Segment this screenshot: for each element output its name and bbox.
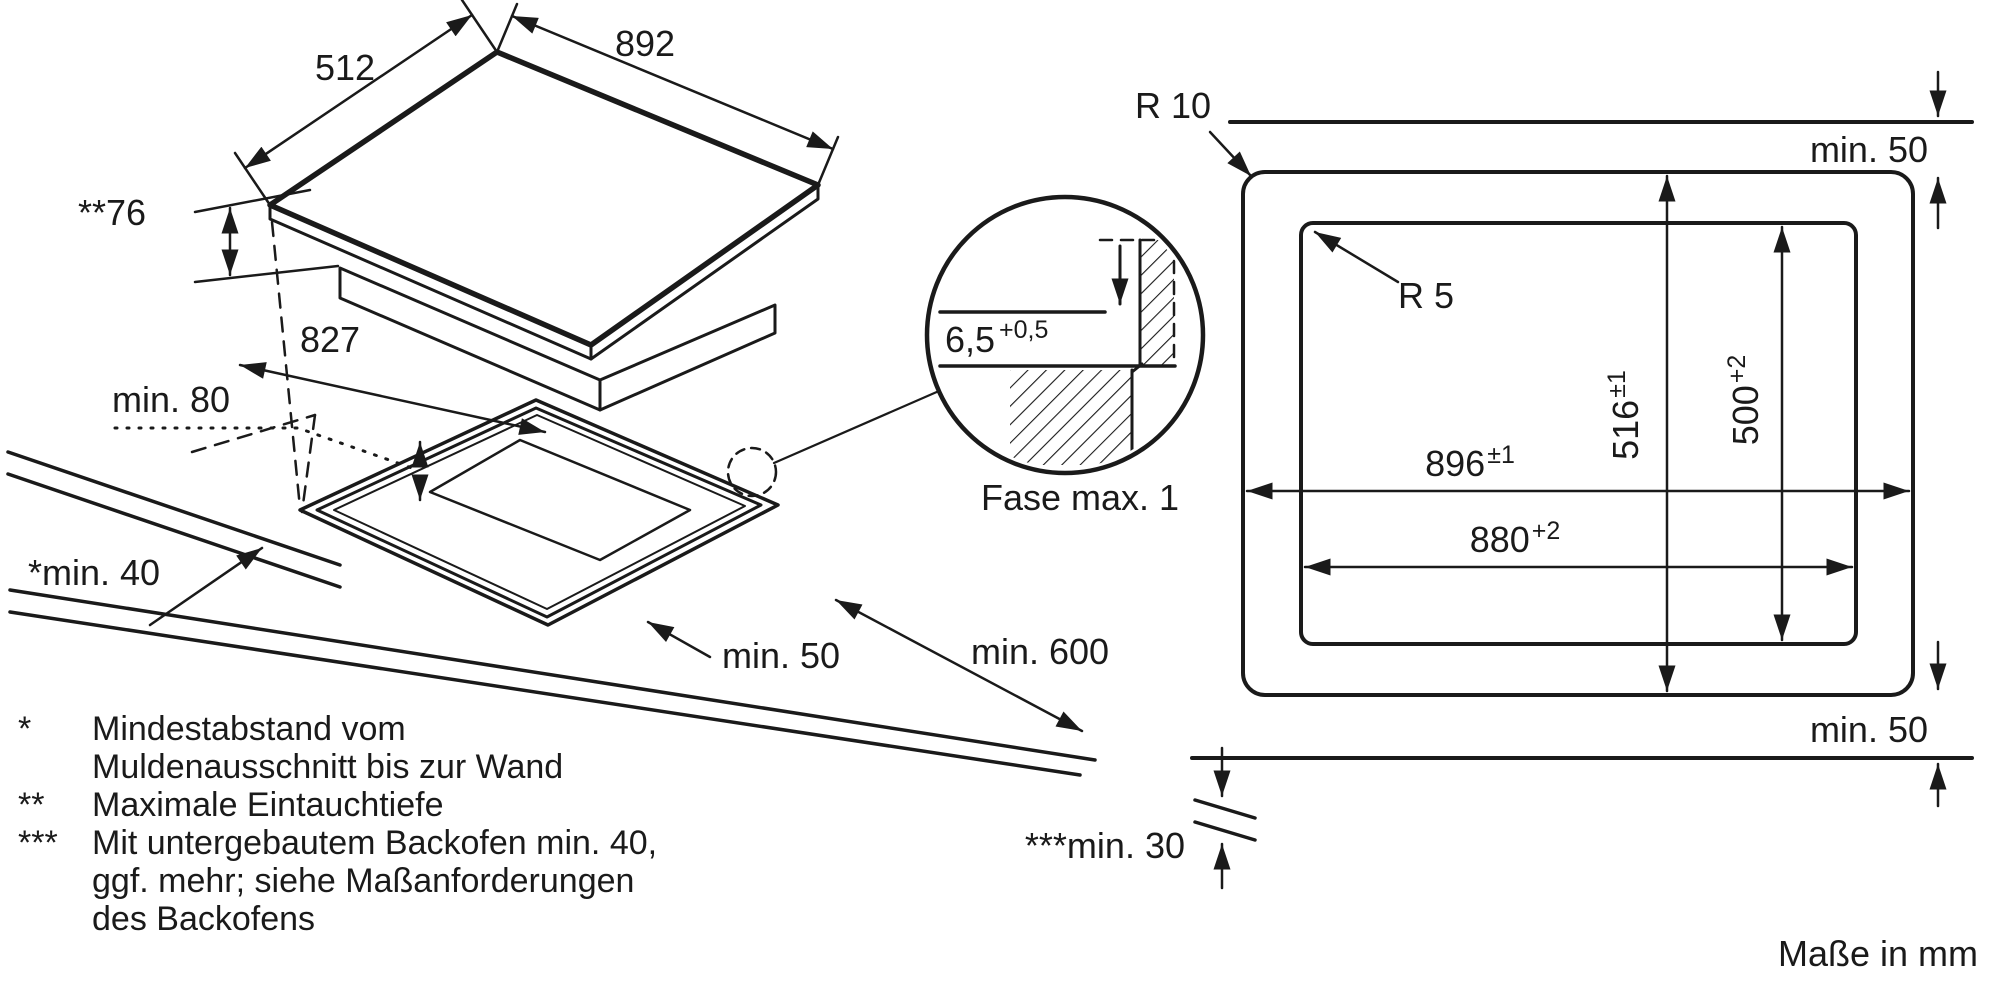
- dim-76-label: **76: [78, 192, 146, 233]
- dim-512: [233, 0, 499, 207]
- worktop-thickness-segment: [1193, 798, 1257, 842]
- plan-view: [1190, 70, 1974, 808]
- dim-76: [193, 188, 340, 284]
- r10-leader: [1208, 130, 1253, 178]
- detail-caption: Fase max. 1: [981, 477, 1179, 518]
- detail-labels: 6,5+0,5 Fase max. 1: [945, 316, 1179, 518]
- footnote-marker-2: **: [18, 786, 44, 824]
- wall-edge-lines: [6, 450, 342, 589]
- dim-512-label: 512: [315, 47, 375, 88]
- dim-min600: [834, 598, 1084, 733]
- worktop-front-edge-lines: [8, 588, 1097, 777]
- worktop-cutout: [298, 398, 780, 627]
- dim-min40: [148, 546, 264, 627]
- dim-892: [495, 2, 840, 187]
- niche-rect-outer: [1241, 170, 1915, 697]
- dim-827-label: 827: [300, 319, 360, 360]
- detail-dashed-outline: [1098, 238, 1176, 368]
- hob-housing: [338, 266, 777, 412]
- footnote-line-1: Mindestabstand vom: [92, 710, 406, 748]
- dim-896-label: 896±1: [1425, 441, 1515, 484]
- units-note: Maße in mm: [1778, 933, 1978, 974]
- isometric-labels: 892 512 **76 827 min. 80 *min. 40 min. 5…: [28, 23, 1185, 866]
- min50-bottom-label: min. 50: [1810, 709, 1928, 750]
- plan-labels: R 10 R 5 min. 50 min. 50 896±1 880+2 516…: [1135, 85, 1928, 750]
- min50-top-label: min. 50: [1810, 129, 1928, 170]
- isometric-view: [6, 0, 1257, 890]
- dim-min30-label: ***min. 30: [1025, 825, 1185, 866]
- footnote-marker-1: *: [18, 710, 31, 748]
- detail-content: [938, 238, 1177, 467]
- detail-reference: [726, 389, 941, 498]
- footnote-line-5: ggf. mehr; siehe Maßanforderungen: [92, 862, 634, 900]
- dim-min50-iso: [646, 620, 712, 659]
- dim-min80: [113, 426, 429, 502]
- dim-min40-label: *min. 40: [28, 552, 160, 593]
- hatched-worktop-upper: [1140, 240, 1174, 366]
- detail-circle-outline: [924, 194, 1206, 476]
- dim-500-label: 500+2: [1723, 355, 1766, 446]
- footnote-marker-3: ***: [18, 824, 58, 862]
- detail-view: [924, 194, 1206, 476]
- footnote-line-3: Maximale Eintauchtiefe: [92, 786, 444, 824]
- dim-892-label: 892: [615, 23, 675, 64]
- footnotes: * Mindestabstand vom Muldenausschnitt bi…: [18, 710, 657, 938]
- hatched-worktop-lower: [1010, 370, 1132, 465]
- footnote-line-6: des Backofens: [92, 900, 315, 938]
- dim-516-label: 516±1: [1603, 370, 1646, 460]
- r5-leader: [1313, 230, 1400, 284]
- cutout-rect-inner: [1299, 221, 1858, 646]
- dim-827: [238, 362, 547, 435]
- dim-min600-label: min. 600: [971, 631, 1109, 672]
- dim-min80-label: min. 80: [112, 379, 230, 420]
- detail-depth-label: 6,5+0,5: [945, 316, 1048, 360]
- hob-panel-thickness: [268, 183, 820, 361]
- footnote-line-4: Mit untergebautem Backofen min. 40,: [92, 824, 657, 862]
- dim-min50-iso-label: min. 50: [722, 635, 840, 676]
- footnote-line-2: Muldenausschnitt bis zur Wand: [92, 748, 563, 786]
- r10-label: R 10: [1135, 85, 1211, 126]
- dim-880-label: 880+2: [1470, 517, 1561, 560]
- r5-label: R 5: [1398, 275, 1454, 316]
